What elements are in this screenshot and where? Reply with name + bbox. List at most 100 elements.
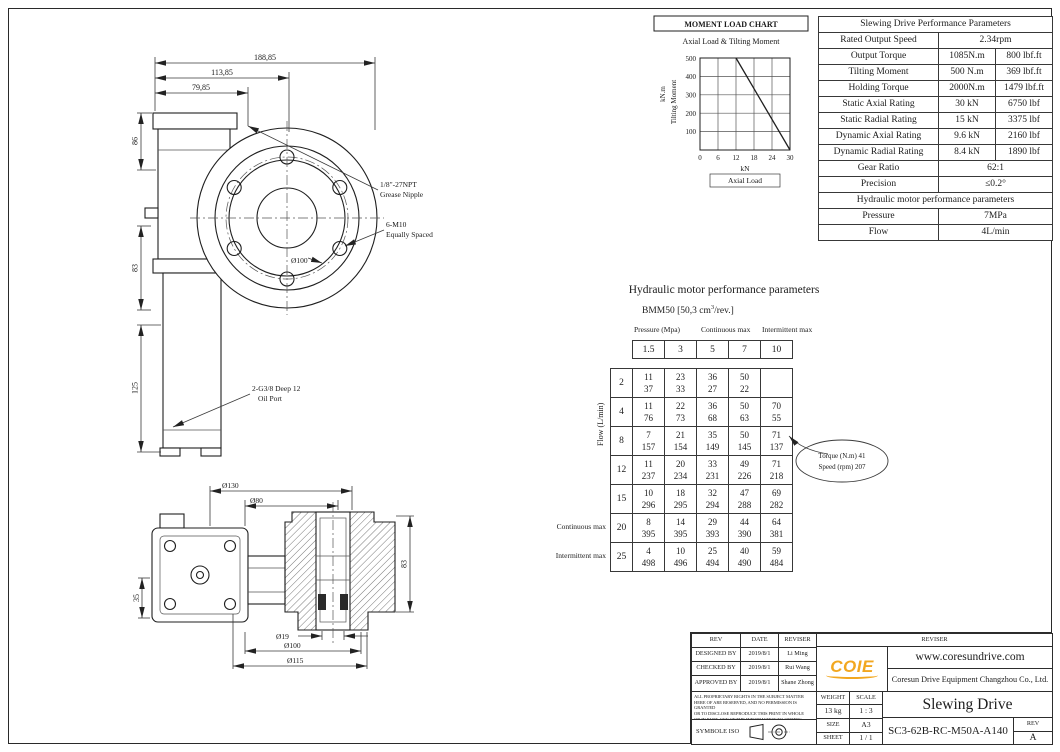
flow-value: 15 xyxy=(610,484,633,514)
y-tick: 300 xyxy=(686,91,697,99)
front-view-dimension-lines xyxy=(137,57,385,453)
speed-value: 33 xyxy=(676,384,685,394)
x-tick: 18 xyxy=(751,154,759,162)
seal-section xyxy=(318,594,326,610)
motor-foot xyxy=(200,447,222,457)
torque-value: 50 xyxy=(740,371,749,382)
param-value-metric: 30 kN xyxy=(938,96,996,113)
pressure-value: 10 xyxy=(760,340,793,359)
torque-value: 35 xyxy=(708,429,717,440)
mount-bolt-hole xyxy=(163,597,177,611)
technical-drawings: 188,85 113,85 79,85 86 83 125 Ø100 1/8"-… xyxy=(131,53,433,669)
torque-value: 10 xyxy=(676,545,685,556)
scale-label: SCALE xyxy=(849,691,883,705)
torque-value: 22 xyxy=(676,400,685,411)
approver-name-cell: Shane Zhong xyxy=(778,675,817,692)
param-value: 62:1 xyxy=(937,160,1054,177)
torque-value: 59 xyxy=(772,545,781,556)
top-flange xyxy=(152,112,238,130)
torque-value: 50 xyxy=(740,429,749,440)
checker-name-cell: Rui Wang xyxy=(778,661,817,676)
speed-value: 76 xyxy=(644,413,653,423)
chart-title: MOMENT LOAD CHART xyxy=(684,20,778,29)
port-boss xyxy=(159,513,185,529)
torque-value: 36 xyxy=(708,371,717,382)
logo-text: COIE xyxy=(830,657,874,676)
y-tick: 200 xyxy=(686,110,697,118)
chart-subtitle: Axial Load & Tilting Moment xyxy=(683,37,781,46)
speed-value: 390 xyxy=(737,529,752,539)
section-view-drawing xyxy=(151,502,396,645)
hydraulic-section-title: Hydraulic motor performance parameters xyxy=(628,284,820,296)
flow-value: 12 xyxy=(610,455,633,485)
dia-130-label: Ø130 xyxy=(222,481,239,490)
legal-line: OR IN PART, ANY OF THE INFORMATION TO OT… xyxy=(694,717,802,719)
x-tick: 0 xyxy=(698,154,702,162)
motor-foot xyxy=(159,447,181,457)
speed-value: 157 xyxy=(641,442,656,452)
company-website: www.coresundrive.com xyxy=(887,646,1053,669)
weight-value: 13 kg xyxy=(816,704,850,719)
moment-load-chart: MOMENT LOAD CHART Axial Load & Tilting M… xyxy=(653,15,809,188)
mount-bolt-hole xyxy=(223,539,237,553)
grease-nipple-note-line2: Grease Nipple xyxy=(380,190,424,199)
rev-col-header: REV xyxy=(691,633,741,648)
param-label: Static Radial Rating xyxy=(818,112,939,129)
bolt-hole xyxy=(226,240,242,257)
projection-symbol-icon xyxy=(749,723,791,741)
torque-value: 21 xyxy=(676,429,685,440)
speed-value: 490 xyxy=(737,558,752,568)
speed-value: 55 xyxy=(772,413,781,423)
sheet-label: SHEET xyxy=(816,732,850,745)
hydraulic-motor-body xyxy=(162,272,222,449)
param-value-metric: 500 N.m xyxy=(938,64,996,81)
torque-value: 20 xyxy=(676,458,685,469)
symbole-iso-cell: SYMBOLE ISO xyxy=(691,719,817,745)
speed-value: 288 xyxy=(737,500,752,510)
param-value: ≤0.2° xyxy=(937,176,1054,193)
designer-name-cell: Li Ming xyxy=(778,647,817,662)
performance-table: Slewing Drive Performance Parameters Rat… xyxy=(817,16,1054,241)
torque-value: 69 xyxy=(772,487,781,498)
bolt-note-line2: Equally Spaced xyxy=(386,230,433,239)
flow-value: 4 xyxy=(610,397,633,427)
intermittent-max-label: Intermittent max xyxy=(762,325,813,334)
param-value-metric: 8.4 kN xyxy=(938,144,996,161)
speed-value: 154 xyxy=(673,442,688,452)
size-label: SIZE xyxy=(816,718,850,733)
dia-19-label: Ø19 xyxy=(276,632,289,641)
reviser-banner: REVISER xyxy=(816,633,1053,647)
torque-speed-callout: Torque (N.m) 41 Speed (rpm) 207 xyxy=(788,435,889,483)
param-value-imperial: 1890 lbf xyxy=(994,144,1054,161)
section-view-dimension-lines xyxy=(138,486,414,669)
company-name: Coresun Drive Equipment Changzhou Co., L… xyxy=(887,668,1053,692)
speed-value: 494 xyxy=(705,558,720,568)
grease-nipple-note-line1: 1/8"-27NPT xyxy=(380,180,417,189)
flow-axis-label: Flow (L/min) xyxy=(596,402,605,446)
chart-x-ticks: 0 6 12 18 24 30 xyxy=(698,154,794,162)
dim-small-width-label: 79,85 xyxy=(192,83,210,92)
intermittent-max-row-label: Intermittent max xyxy=(555,551,606,560)
title-block: REV DATE REVISER DESIGNED BY 2019/8/1 Li… xyxy=(690,632,1053,745)
designed-date-cell: 2019/8/1 xyxy=(740,647,779,662)
speed-value: 381 xyxy=(769,529,784,539)
speed-value: 37 xyxy=(644,384,653,394)
dim-total-width-label: 188,85 xyxy=(254,53,276,62)
hydraulic-motor-model: BMM50 [50,3 cm3/rev.] xyxy=(642,304,734,316)
logo-swoosh xyxy=(826,672,878,679)
x-tick: 30 xyxy=(787,154,795,162)
torque-value: 23 xyxy=(676,371,685,382)
speed-value: 295 xyxy=(673,500,688,510)
torque-value: 64 xyxy=(772,516,781,527)
param-value-imperial: 800 lbf.ft xyxy=(994,48,1054,65)
